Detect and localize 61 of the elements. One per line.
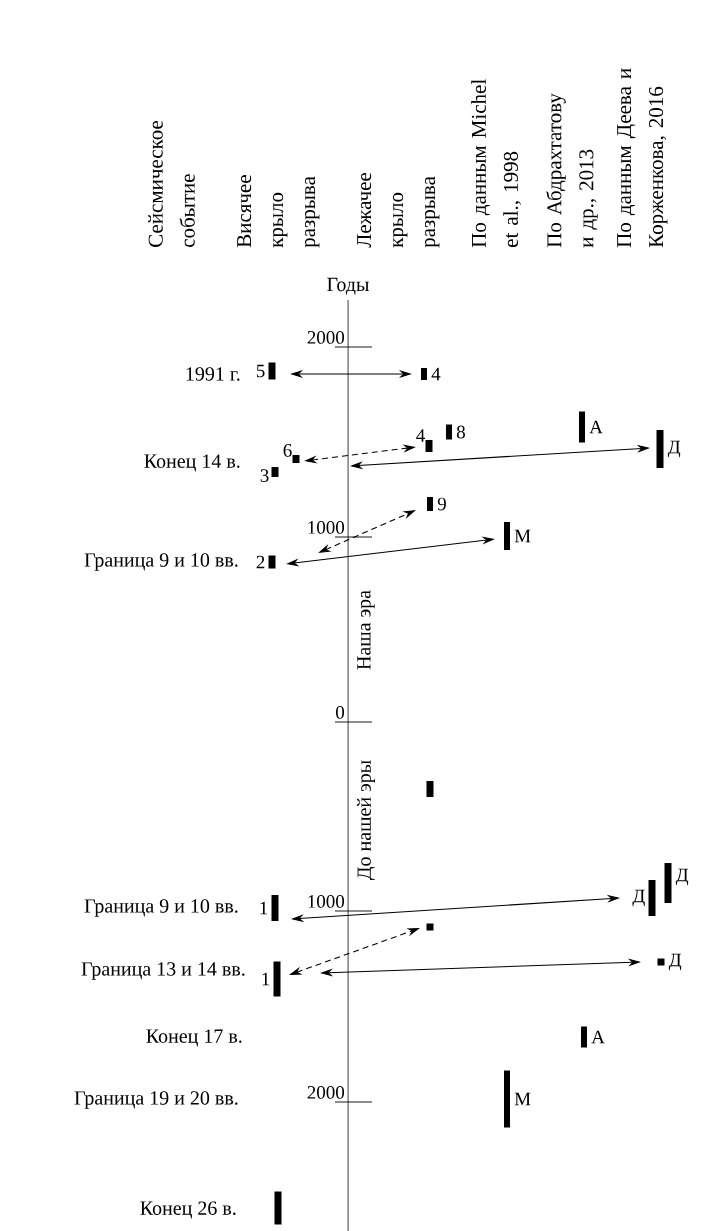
marker-label: 4 xyxy=(431,367,441,381)
era-label: До нашей эры xyxy=(356,758,376,882)
marker-label: 6 xyxy=(283,444,292,457)
era-label: Наша эра xyxy=(356,589,376,672)
bar-marker xyxy=(427,497,433,511)
marker-label: 9 xyxy=(437,497,446,511)
marker-label: М xyxy=(514,1092,531,1106)
marker-label: 3 xyxy=(260,469,269,482)
bar-marker xyxy=(579,411,585,443)
column-heading: По Абдрахтатову и др., 2013 xyxy=(546,93,598,248)
marker-label: Д xyxy=(668,953,682,971)
bar-marker xyxy=(656,430,664,468)
bar-marker xyxy=(268,362,276,380)
bar-marker xyxy=(657,958,665,966)
marker-label: Д xyxy=(675,868,689,886)
bar-marker xyxy=(421,368,427,380)
bar-marker xyxy=(268,555,276,569)
bar-marker xyxy=(664,863,672,903)
bar-marker xyxy=(426,923,434,931)
axis-title: Годы xyxy=(327,277,369,295)
column-heading: По данным Michel et al., 1998 xyxy=(471,79,521,248)
marker-label: 4 xyxy=(416,429,425,442)
event-label: Граница 9 и 10 вв. xyxy=(84,553,238,571)
bar-marker xyxy=(581,1026,587,1048)
marker-label: Д xyxy=(667,440,681,458)
event-label: Конец 26 в. xyxy=(140,1201,236,1219)
tick-label: 1000 xyxy=(308,521,345,534)
tick-label: 1000 xyxy=(308,895,345,908)
marker-label: М xyxy=(514,529,531,543)
marker-label: Д xyxy=(632,889,645,907)
bar-marker xyxy=(648,880,656,916)
bar-marker xyxy=(292,455,300,463)
marker-label: 5 xyxy=(256,364,265,378)
column-heading: По данным Деева и Корженкова, 2016 xyxy=(617,68,668,248)
column-heading: Лежачее крыло разрыва xyxy=(357,172,440,248)
event-label: Граница 19 и 20 вв. xyxy=(74,1091,238,1109)
marker-label: А xyxy=(591,1030,605,1044)
bar-marker xyxy=(504,1070,510,1128)
event-label: Конец 17 в. xyxy=(146,1029,242,1047)
event-label: Граница 9 и 10 вв. xyxy=(84,899,238,917)
column-heading: Сейсмическое событие xyxy=(148,120,195,247)
bar-marker xyxy=(426,781,434,797)
marker-label: 8 xyxy=(456,425,465,439)
bar-marker xyxy=(271,895,279,921)
bar-marker xyxy=(271,467,279,477)
bar-marker xyxy=(446,424,452,440)
bar-marker xyxy=(425,440,433,452)
tick-label: 0 xyxy=(336,706,345,719)
marker-label: 2 xyxy=(256,555,265,569)
tick-label: 2000 xyxy=(307,1086,345,1099)
event-label: Конец 14 в. xyxy=(144,454,240,472)
bar-marker xyxy=(274,1191,282,1225)
tick-label: 2000 xyxy=(307,331,345,344)
marker-label: А xyxy=(589,420,603,434)
column-heading: Висячее крыло разрыва xyxy=(237,175,320,248)
event-label: 1991 г. xyxy=(186,367,240,381)
event-label: Граница 13 и 14 вв. xyxy=(81,962,245,980)
bar-marker xyxy=(504,522,510,550)
marker-label: 1 xyxy=(260,901,268,915)
bar-marker xyxy=(273,961,281,997)
marker-label: 1 xyxy=(262,972,270,986)
